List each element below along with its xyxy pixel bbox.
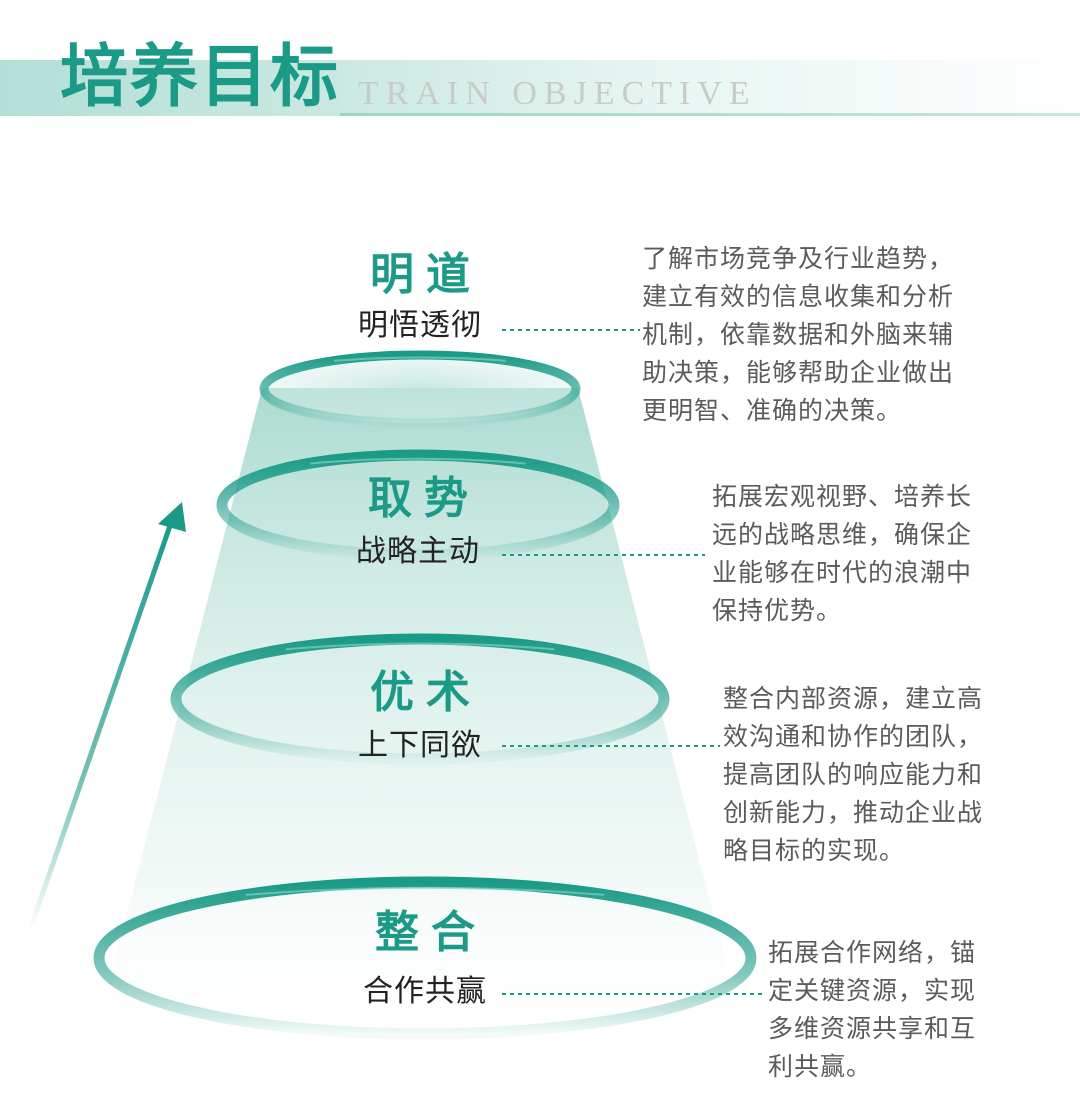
description-line: 业能够在时代的浪潮中 bbox=[712, 558, 973, 587]
description-line: 远的战略思维，确保企 bbox=[712, 520, 973, 549]
level-description: 拓展合作网络，锚定关键资源，实现多维资源共享和互利共赢。 bbox=[768, 934, 976, 1086]
level-description: 了解市场竞争及行业趋势， 建立有效的信息收集和分析机制，依靠数据和外脑来辅助决策，… bbox=[642, 240, 954, 430]
level-subtitle: 上下同欲 bbox=[358, 728, 482, 763]
description-line: 更明智、准确的决策。 bbox=[642, 396, 903, 425]
page-title: 培养目标 bbox=[60, 38, 341, 117]
growth-arrow bbox=[27, 502, 186, 933]
description-line: 了解市场竞争及行业趋势， bbox=[642, 244, 955, 273]
ring-ellipse bbox=[216, 449, 620, 561]
header-band bbox=[0, 60, 1080, 116]
description-line: 拓展宏观视野、培养长 bbox=[712, 482, 973, 511]
description-line: 创新能力，推动企业战 bbox=[723, 798, 984, 827]
growth-arrow-head bbox=[158, 502, 186, 532]
growth-arrow-shaft bbox=[27, 517, 175, 933]
description-line: 助决策，能够帮助企业做出 bbox=[642, 358, 955, 387]
ring-ellipse bbox=[259, 350, 581, 428]
level-ring-2 bbox=[216, 449, 620, 561]
cone-body bbox=[92, 388, 748, 1050]
description-line: 机制，依靠数据和外脑来辅 bbox=[642, 320, 955, 349]
page-subtitle-en: TRAIN OBJECTIVE bbox=[358, 75, 757, 112]
ring-highlight bbox=[310, 457, 526, 465]
ring-ellipse bbox=[170, 633, 670, 765]
ring-highlight bbox=[334, 356, 506, 362]
top-disc bbox=[264, 355, 576, 423]
description-line: 略目标的实现。 bbox=[723, 836, 906, 865]
ring-highlight bbox=[285, 642, 555, 651]
level-subtitle: 合作共赢 bbox=[363, 974, 487, 1009]
leader-line-group bbox=[502, 329, 763, 995]
level-ring-4 bbox=[93, 876, 757, 1040]
ring-group bbox=[93, 350, 757, 1040]
level-ring-1 bbox=[259, 350, 581, 428]
level-title: 明道 bbox=[370, 249, 482, 300]
description-line: 拓展合作网络，锚 bbox=[768, 938, 977, 967]
description-line: 保持优势。 bbox=[712, 596, 843, 625]
description-line: 定关键资源，实现 bbox=[768, 976, 977, 1005]
description-line: 多维资源共享和互 bbox=[768, 1014, 977, 1043]
level-subtitle: 战略主动 bbox=[356, 534, 480, 569]
description-line: 建立有效的信息收集和分析 bbox=[642, 282, 955, 311]
description-line: 效沟通和协作的团队， bbox=[723, 722, 984, 751]
ring-ellipse bbox=[93, 876, 757, 1040]
description-line: 利共赢。 bbox=[768, 1052, 873, 1081]
level-title: 优术 bbox=[370, 667, 482, 718]
level-description: 拓展宏观视野、培养长远的战略思维，确保企业能够在时代的浪潮中保持优势。 bbox=[712, 478, 972, 630]
description-line: 提高团队的响应能力和 bbox=[723, 760, 984, 789]
description-line: 整合内部资源，建立高 bbox=[723, 684, 984, 713]
level-title: 取势 bbox=[368, 473, 480, 524]
level-title: 整合 bbox=[375, 907, 487, 958]
level-subtitle: 明悟透彻 bbox=[358, 308, 482, 343]
ring-highlight bbox=[245, 886, 605, 896]
level-ring-3 bbox=[170, 633, 670, 765]
level-description: 整合内部资源，建立高效沟通和协作的团队， 提高团队的响应能力和创新能力，推动企业战… bbox=[723, 680, 983, 870]
